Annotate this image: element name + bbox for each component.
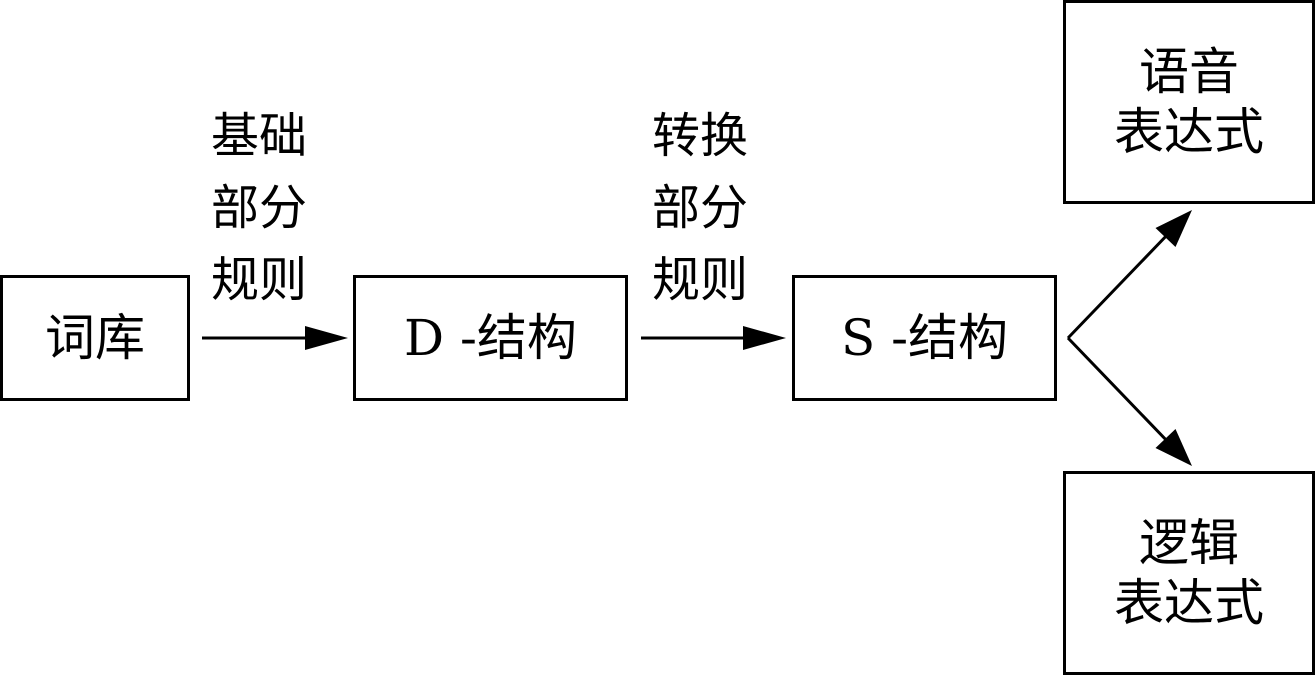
transform-rules-label: 转换 部分 规则 [652, 108, 749, 308]
logical-form-box: 逻辑 表达式 [1063, 471, 1315, 675]
arrow-lexicon-to-d-structure [202, 326, 348, 350]
d-structure-box: D -结构 [353, 275, 628, 401]
arrow-d-structure-to-s-structure [641, 326, 786, 350]
arrow-s-structure-to-logical-form [1066, 336, 1192, 466]
arrow-s-structure-to-phonetic-form [1066, 210, 1192, 340]
logical-form-label: 逻辑 表达式 [1114, 514, 1264, 632]
lexicon-label: 词库 [45, 309, 145, 367]
s-structure-label: S -结构 [840, 309, 1009, 367]
base-rules-label: 基础 部分 规则 [211, 108, 308, 308]
d-structure-label: D -结构 [404, 309, 577, 367]
phonetic-form-label: 语音 表达式 [1114, 43, 1264, 161]
phonetic-form-box: 语音 表达式 [1063, 0, 1315, 204]
lexicon-box: 词库 [0, 275, 190, 401]
s-structure-box: S -结构 [792, 275, 1057, 401]
